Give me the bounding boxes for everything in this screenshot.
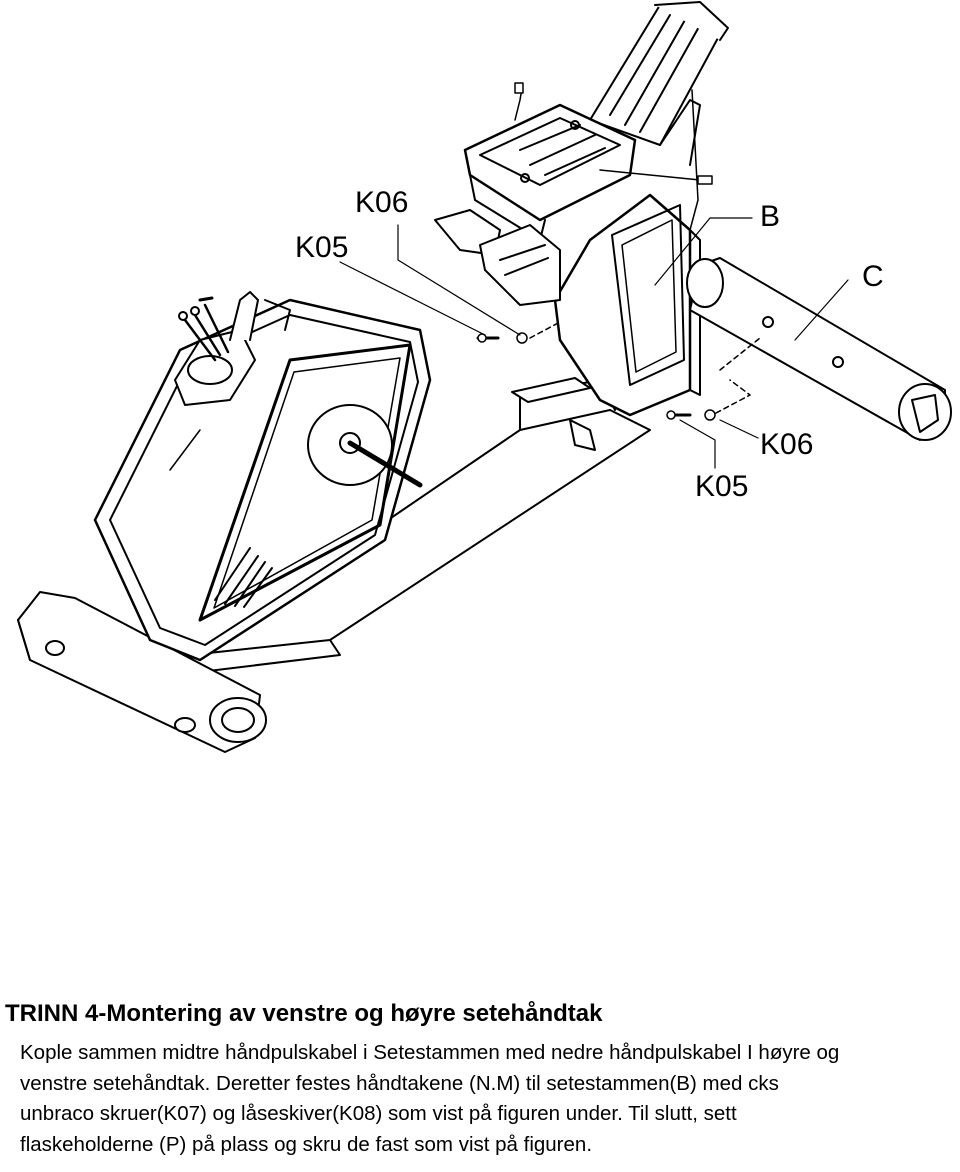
- rear-handle-post: [174, 291, 291, 406]
- callout-b: B: [760, 200, 781, 233]
- callout-leaders: [339, 217, 849, 469]
- step-instructions: Kople sammen midtre håndpulskabel i Sete…: [20, 1038, 955, 1160]
- exercise-bike-drawing: [17, 1, 952, 753]
- step-title: TRINN 4-Montering av venstre og høyre se…: [5, 1000, 603, 1027]
- cable-wires: [514, 82, 713, 231]
- front-stabilizer-c: [686, 257, 952, 441]
- callout-k06-top: K06: [355, 186, 409, 219]
- rear-stabilizer: [17, 591, 267, 753]
- seat-post-b: [553, 193, 701, 417]
- seat-handle-mechanism: [434, 209, 561, 306]
- callout-k05-bottom: K05: [695, 470, 749, 503]
- seat-bracket: [463, 103, 637, 241]
- callout-c: C: [862, 260, 884, 293]
- instruction-line: Kople sammen midtre håndpulskabel i Sete…: [20, 1041, 840, 1064]
- instruction-line: flaskeholderne (P) på plass og skru de f…: [20, 1132, 593, 1156]
- instruction-line: unbraco skruer(K07) og låseskiver(K08) s…: [20, 1102, 737, 1125]
- seat-rail: [589, 1, 729, 166]
- callout-k06-bottom: K06: [760, 428, 814, 461]
- instruction-line: venstre setehåndtak. Deretter festes hån…: [20, 1071, 779, 1095]
- assembly-illustration: K05 K06 B C K06 K05: [17, 1, 952, 753]
- fastener-hardware: [476, 321, 761, 421]
- callout-k05-top: K05: [295, 231, 349, 264]
